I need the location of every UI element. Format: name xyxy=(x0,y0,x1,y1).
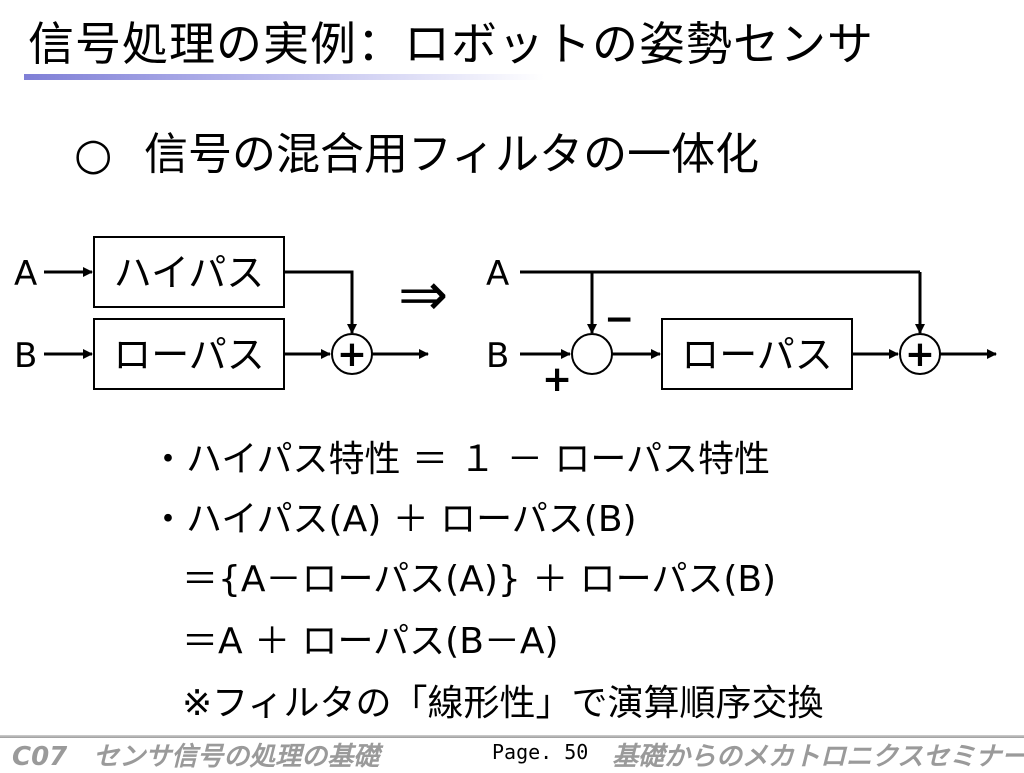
body-line-linearity-note: ※フィルタの「線形性」で演算順序交換 xyxy=(182,683,824,724)
body-line-sum-expression: ・ハイパス(A) ＋ ローパス(B) xyxy=(150,499,637,540)
subtitle-text: 信号の混合用フィルタの一体化 xyxy=(144,129,760,180)
right-summing-symbol: + xyxy=(905,334,935,375)
right-input-b-label: B xyxy=(486,336,509,376)
transform-arrow-icon: ⇒ xyxy=(398,260,448,330)
left-input-b-label: B xyxy=(14,336,37,376)
left-input-a-label: A xyxy=(14,254,37,294)
right-minus-sign: − xyxy=(604,299,634,340)
subtitle: ○ 信号の混合用フィルタの一体化 xyxy=(74,126,759,184)
right-lowpass-box xyxy=(661,318,853,390)
right-plus-sign: + xyxy=(542,359,572,400)
body-line-simplified: ＝A ＋ ローパス(B－A) xyxy=(182,621,559,662)
footer-page-number: Page. 50 xyxy=(492,740,589,764)
left-lowpass-label: ローパス xyxy=(113,333,265,377)
right-lowpass-label: ローパス xyxy=(681,333,833,377)
left-highpass-output-wire xyxy=(284,270,357,334)
filter-block-diagram: A ハイパス B ローパス + ⇒ A B − + ローパス + xyxy=(14,236,997,400)
right-input-a-label: A xyxy=(486,254,509,294)
left-summing-symbol: + xyxy=(337,334,367,375)
left-highpass-label: ハイパス xyxy=(114,251,264,295)
slide-title: 信号処理の実例：ロボットの姿勢センサ xyxy=(28,17,874,71)
body-line-expansion: ＝{A－ローパス(A)} ＋ ローパス(B) xyxy=(182,559,777,600)
right-subtracting-junction xyxy=(571,333,613,375)
footer-seminar-title: 基礎からのメカトロニクスセミナー xyxy=(612,742,1024,772)
subtitle-bullet: ○ xyxy=(74,129,113,180)
left-lowpass-box xyxy=(93,318,285,390)
title-underline xyxy=(24,74,544,80)
footer-course-title: C07 センサ信号の処理の基礎 xyxy=(12,742,380,772)
footer-rule xyxy=(0,735,1024,738)
body-line-highpass-property: ・ハイパス特性 ＝ １ － ローパス特性 xyxy=(150,439,770,480)
